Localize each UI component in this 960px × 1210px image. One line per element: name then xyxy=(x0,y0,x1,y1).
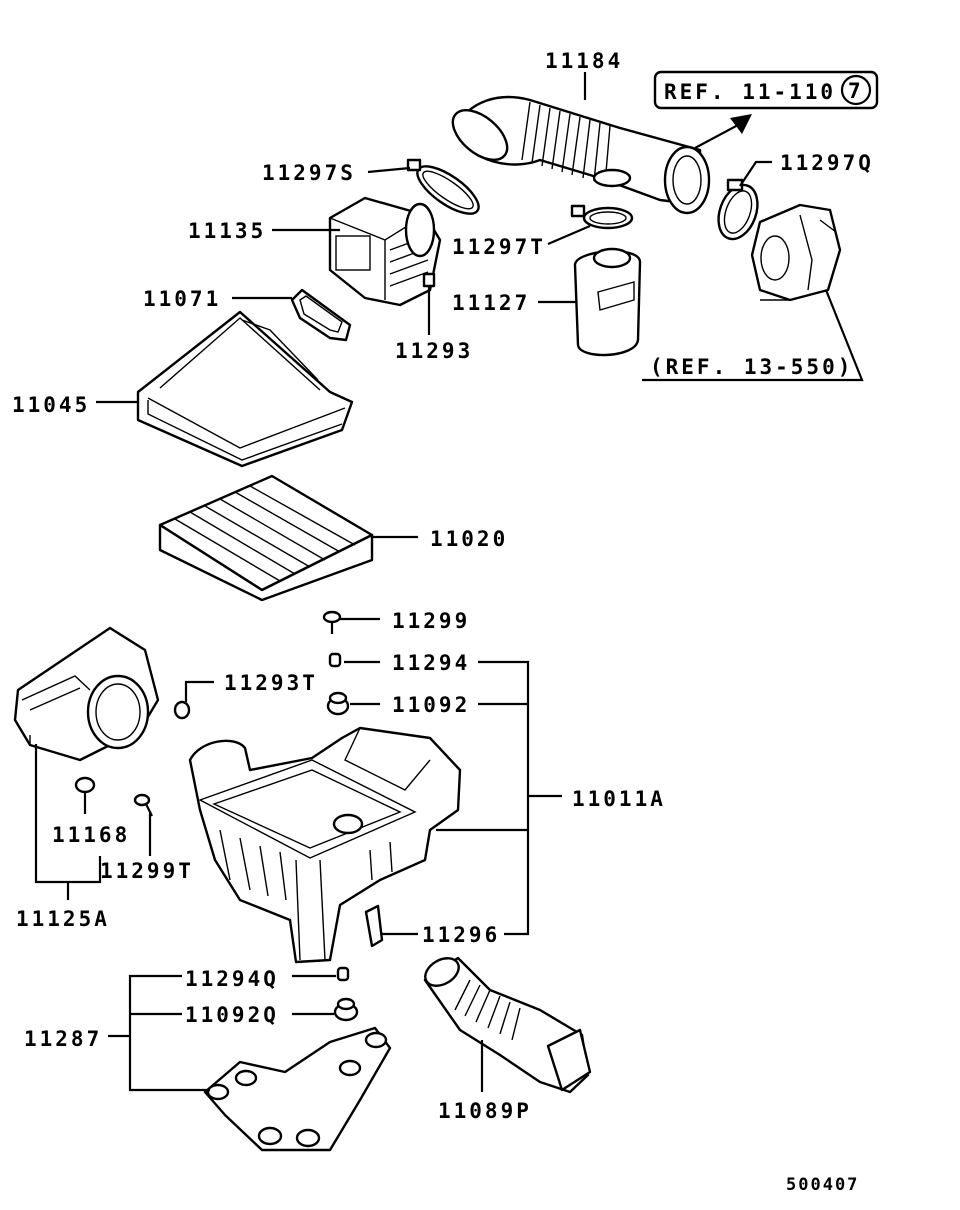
arrow-right-icon xyxy=(730,114,752,134)
label-11297T: 11297T xyxy=(452,235,546,259)
bracket-11287-group xyxy=(128,974,210,1092)
air-cleaner-cover-11045[interactable] xyxy=(136,310,354,468)
label-11184: 11184 xyxy=(545,49,623,73)
label-11125A: 11125A xyxy=(16,907,110,931)
bracket-11125A xyxy=(34,744,102,884)
leader-11293T xyxy=(184,680,214,702)
clamp-11297Q[interactable] xyxy=(712,178,765,245)
airflow-sensor-11135[interactable] xyxy=(328,196,442,307)
label-11297S: 11297S xyxy=(262,161,356,185)
grommet-11092[interactable] xyxy=(326,691,350,716)
label-11092: 11092 xyxy=(392,693,470,717)
label-11020: 11020 xyxy=(430,527,508,551)
intake-hose-11184[interactable] xyxy=(444,95,711,215)
clamp-11297S[interactable] xyxy=(406,158,486,222)
ref-circle-number: 7 xyxy=(848,79,864,103)
label-11294: 11294 xyxy=(392,651,470,675)
leader-11297S xyxy=(367,166,411,174)
clip-11296[interactable] xyxy=(364,904,384,948)
label-11168: 11168 xyxy=(52,823,130,847)
label-11045: 11045 xyxy=(12,393,90,417)
air-inlet-duct-11125A[interactable] xyxy=(13,626,160,762)
air-cleaner-body-11011A[interactable] xyxy=(188,726,462,964)
clip-11293T[interactable] xyxy=(173,700,191,720)
ref-box-11-110[interactable]: REF. 11-110 7 xyxy=(653,70,879,110)
bolt-11299[interactable] xyxy=(322,610,342,634)
ref-text-11-110: REF. 11-110 xyxy=(664,80,836,104)
throttle-body[interactable] xyxy=(750,203,842,302)
label-11293T: 11293T xyxy=(224,671,318,695)
label-11127: 11127 xyxy=(452,291,530,315)
screw-11293[interactable] xyxy=(422,272,436,296)
bracket-11011A xyxy=(478,660,530,936)
air-filter-element-11020[interactable] xyxy=(158,474,374,602)
grommet-11092Q[interactable] xyxy=(333,997,359,1022)
leader-11297T xyxy=(547,224,591,246)
bracket-11287[interactable] xyxy=(203,1026,392,1152)
label-11071: 11071 xyxy=(143,287,221,311)
leader-ref-13-550 xyxy=(642,289,864,382)
label-11294Q: 11294Q xyxy=(185,967,279,991)
ref-circle xyxy=(840,74,872,106)
label-11296: 11296 xyxy=(422,923,500,947)
gasket-11071[interactable] xyxy=(290,288,352,342)
bolt-11299T[interactable] xyxy=(133,793,153,817)
ref-text-13-550: (REF. 13-550) xyxy=(650,355,853,379)
label-11287: 11287 xyxy=(24,1027,102,1051)
label-11297Q: 11297Q xyxy=(780,151,874,175)
air-duct-11089P[interactable] xyxy=(420,953,592,1094)
label-11089P: 11089P xyxy=(438,1099,532,1123)
resonator-11127[interactable] xyxy=(573,247,642,357)
collar-11168[interactable] xyxy=(74,776,96,794)
clamp-11297T[interactable] xyxy=(570,204,634,230)
collar-11294[interactable] xyxy=(328,652,342,668)
label-11092Q: 11092Q xyxy=(185,1003,279,1027)
label-11011A: 11011A xyxy=(572,787,666,811)
diagram-id: 500407 xyxy=(786,1175,859,1195)
collar-11294Q[interactable] xyxy=(336,966,350,982)
label-11293: 11293 xyxy=(395,339,473,363)
label-11299: 11299 xyxy=(392,609,470,633)
label-11135: 11135 xyxy=(188,219,266,243)
leader-11297Q xyxy=(739,160,772,187)
label-11299T: 11299T xyxy=(100,859,194,883)
arrow-shaft xyxy=(694,124,739,149)
